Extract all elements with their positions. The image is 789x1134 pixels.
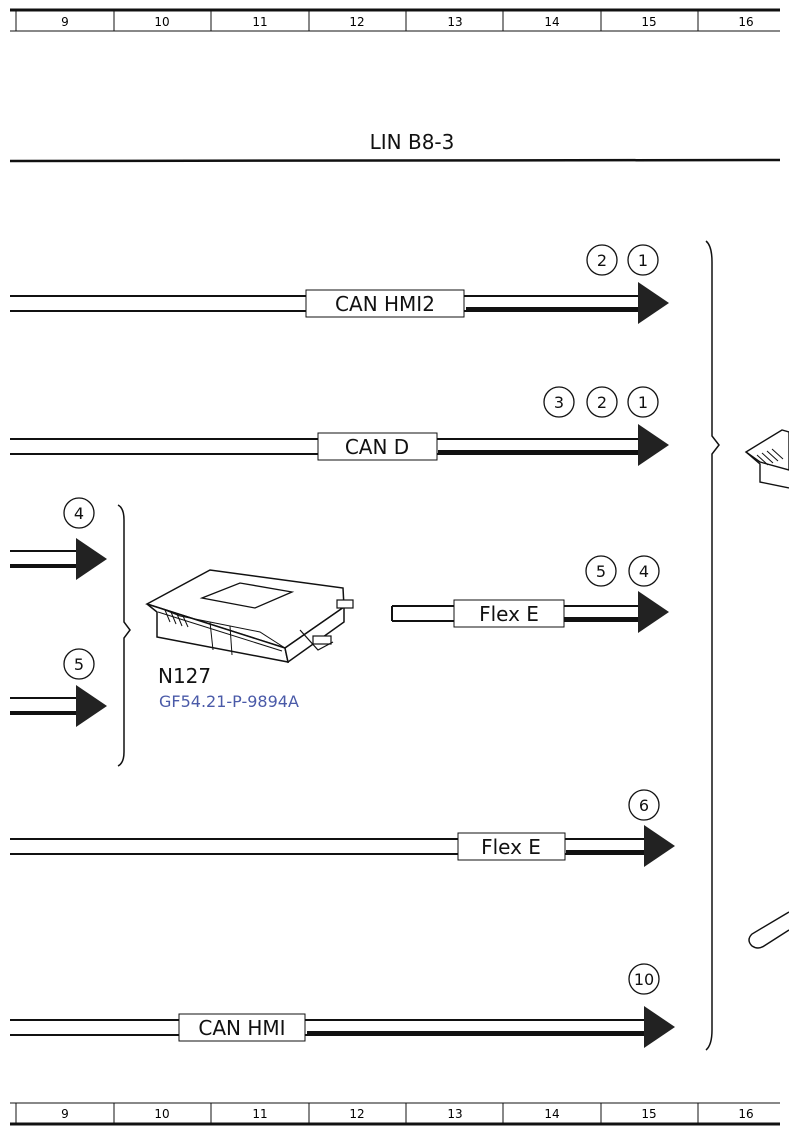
marker-circle-icon: [628, 555, 660, 587]
bus-can-hmi2[interactable]: CAN HMI2 2 1: [10, 244, 669, 324]
bus-marker: 10: [634, 970, 654, 989]
left-brace: [117, 504, 131, 767]
bus-marker: 6: [639, 796, 649, 815]
arrow-right-icon: [76, 538, 107, 580]
ruler-number: 9: [61, 1107, 69, 1121]
ruler-number: 9: [61, 15, 69, 29]
partial-control-unit-icon: [744, 429, 789, 489]
marker-circle-icon: [63, 648, 95, 680]
ruler-number: 13: [447, 15, 462, 29]
top-ruler: 9 10 11 12 13 14 15 16: [10, 8, 780, 32]
ruler-number: 12: [349, 1107, 364, 1121]
arrow-right-icon: [644, 825, 675, 867]
ruler-number: 14: [544, 15, 559, 29]
ruler-number: 14: [544, 1107, 559, 1121]
input-line-5[interactable]: 5: [10, 648, 107, 727]
marker-circle-icon: [586, 244, 618, 276]
ruler-number: 11: [252, 1107, 267, 1121]
marker-circle-icon: [628, 963, 660, 995]
bus-flex-e-1[interactable]: Flex E 5 4: [391, 555, 669, 633]
ruler-number: 16: [738, 15, 753, 29]
bus-label: Flex E: [481, 835, 541, 859]
bus-marker: 2: [597, 251, 607, 270]
bus-marker: 4: [639, 562, 649, 581]
bus-can-hmi[interactable]: CAN HMI 10: [10, 963, 675, 1048]
bus-marker: 2: [597, 393, 607, 412]
marker-circle-icon: [627, 244, 659, 276]
bus-marker: 1: [638, 393, 648, 412]
bus-marker: 3: [554, 393, 564, 412]
bus-label: CAN HMI: [198, 1016, 285, 1040]
lin-bus-title: LIN B8-3: [370, 130, 455, 154]
lin-bus-line: [9, 158, 781, 163]
arrow-right-icon: [638, 424, 669, 466]
partial-antenna-icon: [748, 911, 789, 949]
ruler-number: 15: [641, 1107, 656, 1121]
bus-flex-e-2[interactable]: Flex E 6: [10, 789, 675, 867]
arrow-right-icon: [76, 685, 107, 727]
ruler-number: 13: [447, 1107, 462, 1121]
arrow-right-icon: [638, 282, 669, 324]
marker-circle-icon: [627, 386, 659, 418]
input-marker: 5: [74, 655, 84, 674]
ruler-number: 16: [738, 1107, 753, 1121]
component-name: N127: [158, 664, 211, 688]
bus-marker: 5: [596, 562, 606, 581]
bus-can-d[interactable]: CAN D 3 2 1: [10, 386, 669, 466]
marker-circle-icon: [63, 497, 95, 529]
marker-circle-icon: [628, 789, 660, 821]
component-reference-link[interactable]: GF54.21-P-9894A: [159, 692, 299, 711]
input-line-4[interactable]: 4: [10, 497, 107, 580]
arrow-right-icon: [644, 1006, 675, 1048]
ruler-number: 15: [641, 15, 656, 29]
ruler-number: 11: [252, 15, 267, 29]
bus-label: Flex E: [479, 602, 539, 626]
marker-circle-icon: [586, 386, 618, 418]
ruler-number: 12: [349, 15, 364, 29]
bus-label: CAN HMI2: [335, 292, 435, 316]
marker-circle-icon: [543, 386, 575, 418]
input-marker: 4: [74, 504, 84, 523]
bottom-ruler: 9 10 11 12 13 14 15 16: [10, 1102, 780, 1126]
ruler-number: 10: [154, 15, 169, 29]
marker-circle-icon: [585, 555, 617, 587]
bus-label: CAN D: [345, 435, 409, 459]
ruler-number: 10: [154, 1107, 169, 1121]
control-unit-icon[interactable]: [145, 569, 354, 664]
arrow-right-icon: [638, 591, 669, 633]
right-brace: [705, 240, 720, 1051]
bus-marker: 1: [638, 251, 648, 270]
